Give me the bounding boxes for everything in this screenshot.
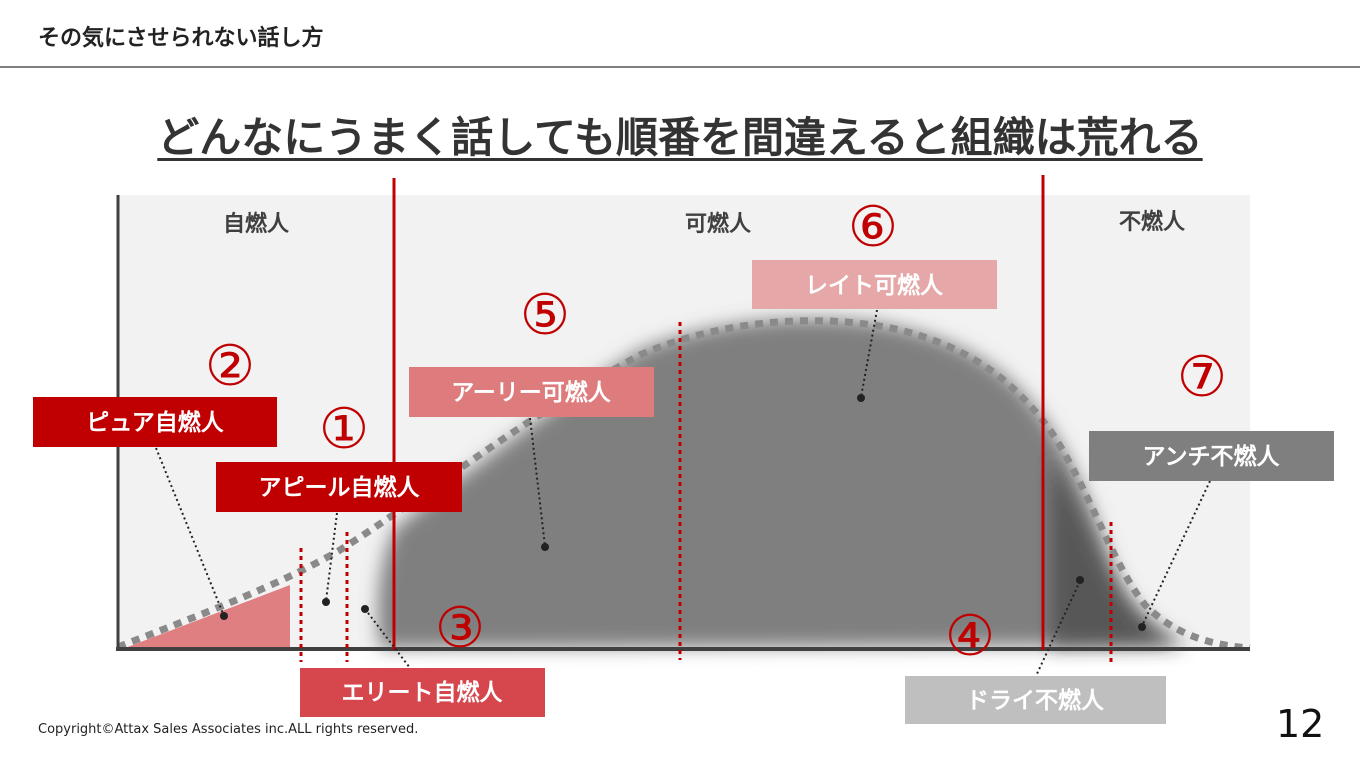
curve-area-darker-right	[1050, 455, 1185, 648]
marker-pure	[220, 612, 228, 620]
header-title: その気にさせられない話し方	[38, 26, 324, 51]
box-late	[752, 260, 997, 309]
page-number: 12	[1276, 702, 1325, 746]
copyright-text: Copyright©Attax Sales Associates inc.ALL…	[38, 722, 419, 737]
box-dry	[905, 676, 1166, 724]
label-anti: アンチ不燃人	[1142, 443, 1280, 470]
label-late: レイト可燃人	[805, 272, 944, 299]
marker-anti	[1138, 623, 1146, 631]
circled-number-1: ①	[319, 397, 369, 462]
label-elite: エリート自燃人	[342, 679, 504, 706]
leader-anti	[1141, 480, 1211, 627]
box-early	[409, 367, 654, 417]
circled-number-6: ⑥	[848, 195, 898, 260]
circled-number-7: ⑦	[1177, 345, 1227, 410]
box-appeal	[216, 462, 462, 512]
slide-title: どんなにうまく話しても順番を間違えると組織は荒れる	[0, 104, 1360, 165]
label-early: アーリー可燃人	[451, 379, 612, 406]
label-dry: ドライ不燃人	[966, 687, 1105, 714]
label-appeal: アピール自燃人	[259, 474, 421, 501]
slide-title-text: どんなにうまく話しても順番を間違えると組織は荒れる	[157, 113, 1203, 162]
box-anti	[1089, 431, 1334, 481]
zone-label-combustible: 可燃人	[685, 211, 751, 237]
leader-elite	[364, 608, 411, 669]
marker-appeal	[322, 598, 330, 606]
marker-dry	[1076, 576, 1084, 584]
marker-elite	[361, 605, 369, 613]
circled-number-3: ③	[435, 596, 485, 661]
leader-early	[529, 417, 546, 547]
label-pure: ピュア自燃人	[86, 409, 225, 436]
leader-pure	[155, 447, 225, 617]
marker-early	[541, 543, 549, 551]
header-divider	[0, 66, 1360, 68]
box-elite	[300, 668, 545, 717]
zone-label-non-combustible: 不燃人	[1119, 209, 1185, 235]
circled-number-2: ②	[205, 334, 255, 399]
circled-number-5: ⑤	[520, 283, 570, 348]
marker-late	[857, 394, 865, 402]
curve-area-pink	[125, 585, 290, 648]
box-pure	[33, 397, 277, 447]
zone-label-self-igniting: 自燃人	[223, 211, 289, 237]
adoption-curve-line	[116, 317, 1251, 652]
circled-number-4: ④	[945, 604, 995, 669]
